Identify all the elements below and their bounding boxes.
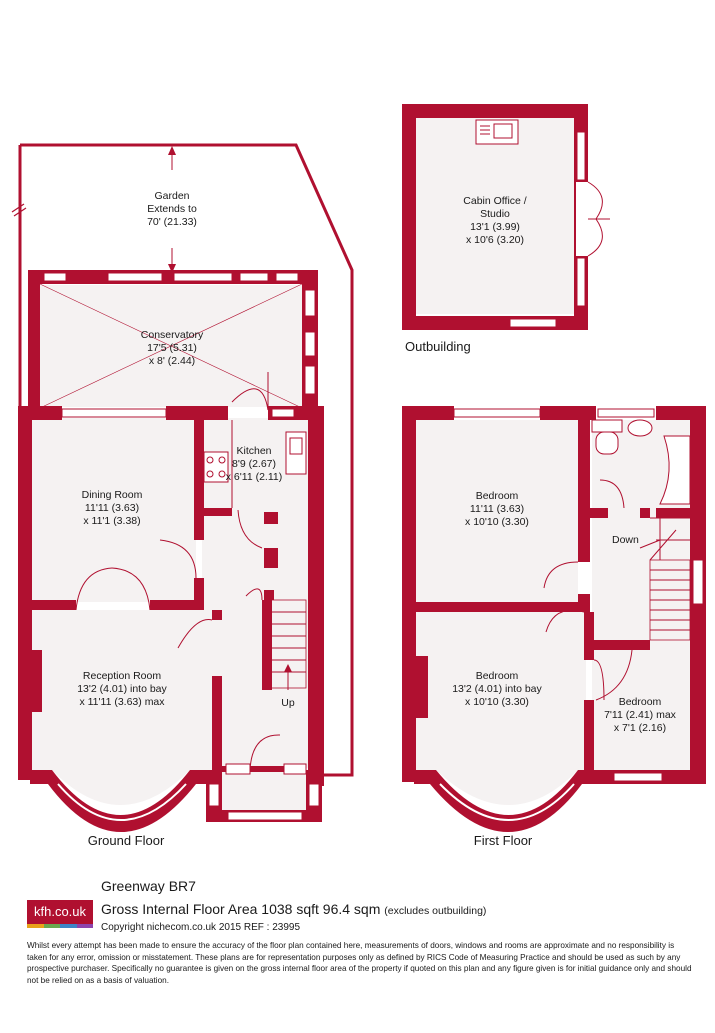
- svg-text:13'2 (4.01) into bay: 13'2 (4.01) into bay: [77, 683, 167, 695]
- logo-color-swatch: [43, 924, 60, 928]
- dining-room-label: Dining Room 11'11 (3.63) x 11'1 (3.38): [82, 489, 143, 527]
- svg-text:x 10'10 (3.30): x 10'10 (3.30): [465, 696, 529, 708]
- outbuilding-title: Outbuilding: [405, 339, 471, 354]
- svg-text:x 11'11 (3.63) max: x 11'11 (3.63) max: [79, 696, 165, 708]
- kfh-logo: kfh.co.uk: [27, 900, 93, 928]
- svg-text:x 7'1 (2.16): x 7'1 (2.16): [614, 722, 666, 734]
- copyright: Copyright nichecom.co.uk 2015 REF : 2399…: [101, 922, 300, 933]
- svg-text:13'2 (4.01) into bay: 13'2 (4.01) into bay: [452, 683, 542, 695]
- logo-color-swatch: [76, 924, 93, 928]
- stairs: [639, 517, 691, 641]
- conservatory-label: Conservatory 17'5 (5.31) x 8' (2.44): [141, 329, 204, 367]
- cabin-office-label: Cabin Office / Studio 13'1 (3.99) x 10'6…: [463, 195, 527, 246]
- svg-text:x 8' (2.44): x 8' (2.44): [149, 355, 195, 367]
- garden-boundary: [20, 143, 354, 777]
- svg-text:13'1 (3.99): 13'1 (3.99): [470, 221, 520, 233]
- bedroom-1-label: Bedroom 11'11 (3.63) x 10'10 (3.30): [465, 490, 529, 528]
- logo-color-swatch: [60, 924, 77, 928]
- svg-text:Extends to: Extends to: [147, 203, 197, 215]
- garden-label: Garden Extends to 70' (21.33): [147, 190, 197, 228]
- floor-area-value: Gross Internal Floor Area 1038 sqft 96.4…: [101, 901, 381, 917]
- ground-floor-plan: [11, 143, 354, 832]
- svg-text:7'11 (2.41) max: 7'11 (2.41) max: [604, 709, 677, 721]
- stairs-down-label: Down: [612, 534, 639, 546]
- first-floor-title: First Floor: [474, 833, 533, 848]
- svg-text:Bedroom: Bedroom: [476, 670, 519, 682]
- svg-text:Kitchen: Kitchen: [236, 445, 271, 457]
- svg-text:x 10'10 (3.30): x 10'10 (3.30): [465, 516, 529, 528]
- svg-text:x 10'6 (3.20): x 10'6 (3.20): [466, 234, 524, 246]
- svg-text:x 6'11 (2.11): x 6'11 (2.11): [226, 471, 282, 483]
- first-floor-plan: [402, 406, 706, 832]
- svg-text:Dining Room: Dining Room: [82, 489, 143, 501]
- reception-room-label: Reception Room 13'2 (4.01) into bay x 11…: [77, 670, 167, 708]
- outbuilding-plan: [402, 104, 610, 330]
- svg-text:Reception Room: Reception Room: [83, 670, 161, 682]
- logo-color-swatch: [27, 924, 44, 928]
- bedroom-3-label: Bedroom 7'11 (2.41) max x 7'1 (2.16): [604, 696, 677, 734]
- svg-text:17'5 (5.31): 17'5 (5.31): [147, 342, 197, 354]
- floor-area-note: (excludes outbuilding): [384, 905, 487, 917]
- svg-text:70' (21.33): 70' (21.33): [147, 216, 197, 228]
- kitchen-label: Kitchen 8'9 (2.67) x 6'11 (2.11): [226, 445, 282, 483]
- svg-text:Garden: Garden: [154, 190, 189, 202]
- property-address: Greenway BR7: [101, 878, 196, 894]
- svg-text:Studio: Studio: [480, 208, 510, 220]
- logo-color-bar: [27, 924, 93, 928]
- disclaimer: Whilst every attempt has been made to en…: [27, 941, 692, 986]
- ground-floor-title: Ground Floor: [88, 833, 165, 848]
- svg-text:Cabin Office /: Cabin Office /: [463, 195, 527, 207]
- svg-text:x 11'1 (3.38): x 11'1 (3.38): [83, 515, 140, 527]
- stairs-up-label: Up: [281, 697, 295, 709]
- svg-text:Conservatory: Conservatory: [141, 329, 204, 341]
- svg-text:11'11 (3.63): 11'11 (3.63): [85, 502, 139, 514]
- svg-text:Bedroom: Bedroom: [476, 490, 519, 502]
- svg-text:Bedroom: Bedroom: [619, 696, 662, 708]
- bedroom-2-label: Bedroom 13'2 (4.01) into bay x 10'10 (3.…: [452, 670, 542, 708]
- svg-text:11'11 (3.63): 11'11 (3.63): [470, 503, 524, 515]
- floor-area: Gross Internal Floor Area 1038 sqft 96.4…: [101, 901, 486, 917]
- svg-text:8'9 (2.67): 8'9 (2.67): [232, 458, 276, 470]
- stairs: [269, 599, 307, 690]
